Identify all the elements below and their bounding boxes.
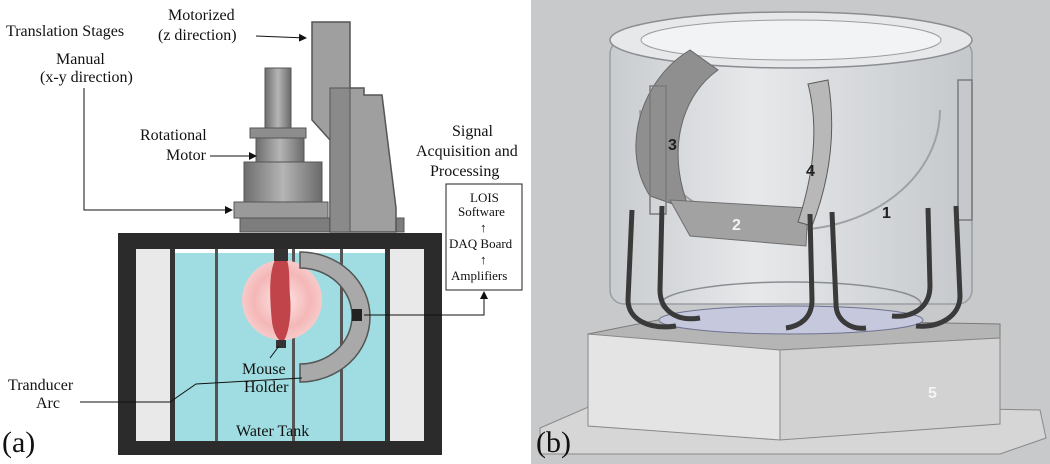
label-water-tank: Water Tank: [236, 423, 309, 440]
tube: [625, 209, 677, 330]
panel-b: 1 2 3 4 5 (b): [531, 0, 1050, 464]
base-block-left: [587, 333, 781, 441]
z-stage: [311, 21, 397, 233]
motor-body: [255, 137, 305, 163]
label-lois: LOIS: [470, 190, 499, 205]
base-block-right: [779, 337, 1001, 441]
tube: [785, 213, 815, 331]
label-holder: Holder: [244, 379, 289, 396]
panel-a-label: (a): [2, 426, 35, 459]
label-4: 4: [806, 163, 815, 180]
arrow-holder: [269, 345, 280, 359]
tank-frame-right: [424, 233, 442, 455]
label-acquisition: Acquisition and: [416, 143, 518, 160]
tank-bg-left: [136, 249, 174, 441]
tank-bg-right: [387, 249, 424, 441]
label-mouse: Mouse: [242, 361, 286, 378]
frame-right: [957, 79, 973, 221]
z-stage-rail: [329, 87, 351, 233]
panel-a: Translation Stages Motorized (z directio…: [2, 7, 523, 459]
label-tranducer: Tranducer: [8, 377, 74, 394]
label-5: 5: [928, 385, 937, 402]
label-manual: Manual: [56, 51, 105, 68]
transducer-element: [352, 309, 362, 321]
label-rotational: Rotational: [140, 127, 207, 144]
curved-panel-2: [669, 199, 809, 247]
arrow-xy: [83, 88, 233, 214]
label-amplifiers: Amplifiers: [451, 268, 507, 283]
rod: [385, 249, 390, 441]
label-2: 2: [732, 217, 741, 234]
panel-b-label: (b): [536, 426, 571, 459]
arrow-z: [255, 33, 307, 42]
rod: [170, 249, 175, 441]
frame-left: [649, 85, 667, 215]
tube: [915, 205, 963, 329]
label-translation-stages: Translation Stages: [6, 23, 124, 40]
tube: [829, 211, 867, 331]
label-z-direction: (z direction): [158, 27, 237, 44]
label-signal: Signal: [452, 123, 493, 140]
label-software: Software: [458, 204, 505, 219]
signal-box: [445, 183, 523, 291]
label-1: 1: [882, 205, 891, 222]
transducer-arc: [299, 251, 371, 383]
xy-stage-plate: [233, 201, 329, 219]
label-motor: Motor: [166, 147, 207, 164]
tube: [657, 205, 701, 322]
up-arrow-2: ↑: [480, 252, 487, 267]
motor-column: [264, 67, 292, 131]
label-arc: Arc: [36, 395, 60, 412]
cylinder-opening: [640, 19, 942, 61]
motor-flange: [249, 127, 307, 139]
label-xy-direction: (x-y direction): [40, 69, 133, 86]
mouse-holder-top: [274, 249, 288, 261]
rod: [215, 249, 218, 441]
mouse-holder-bottom: [276, 340, 286, 348]
signal-line: [364, 291, 488, 316]
label-processing: Processing: [430, 163, 499, 180]
dark-arc-panel: [635, 49, 719, 211]
tank-frame-bottom: [118, 441, 442, 455]
tank-frame-top: [118, 233, 442, 249]
arrow-arc: [80, 377, 303, 403]
label-3: 3: [668, 137, 677, 154]
label-motorized: Motorized: [168, 7, 235, 24]
tank-frame-left: [118, 233, 136, 455]
label-daq: DAQ Board: [449, 236, 513, 251]
up-arrow-1: ↑: [480, 220, 487, 235]
tube: [891, 207, 933, 319]
rod: [292, 249, 295, 441]
mouse: [270, 258, 291, 342]
motor-base: [243, 161, 323, 203]
